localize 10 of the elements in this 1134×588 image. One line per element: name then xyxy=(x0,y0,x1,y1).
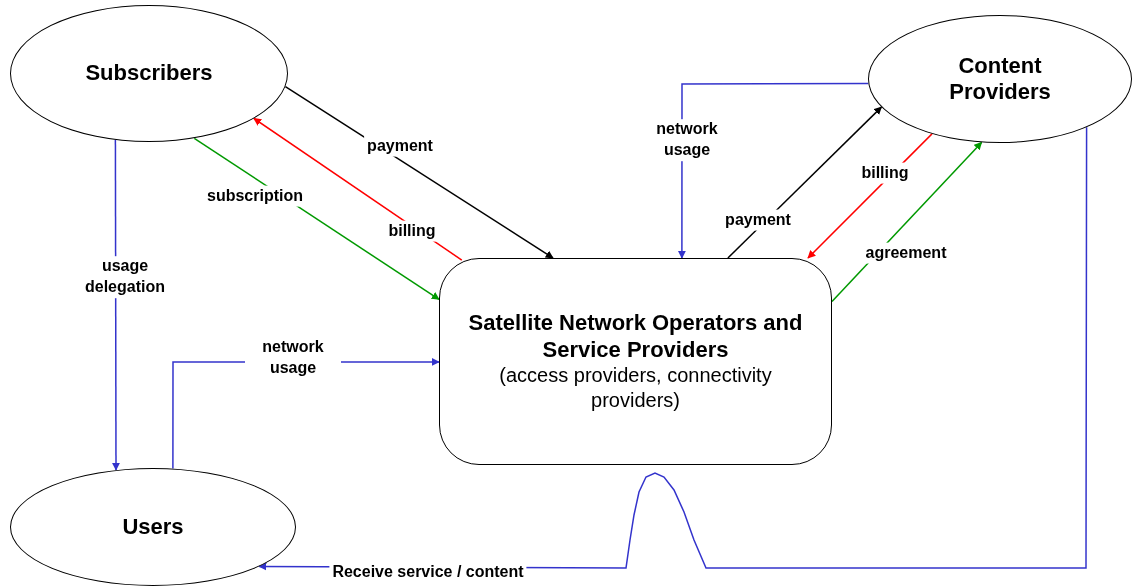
node-title: Content Providers xyxy=(948,52,1052,106)
node-description: (access providers, connectivity providers) xyxy=(498,362,773,413)
edge-label: network usage xyxy=(245,337,341,379)
node-title: Satellite Network Operators and Service Providers xyxy=(467,310,804,363)
arrow xyxy=(284,85,554,259)
provider-box xyxy=(439,258,832,465)
edge-label: payment xyxy=(364,135,436,157)
node-title: Users xyxy=(122,513,184,541)
node-title: Subscribers xyxy=(85,60,213,87)
edge-label: subscription xyxy=(204,185,306,207)
